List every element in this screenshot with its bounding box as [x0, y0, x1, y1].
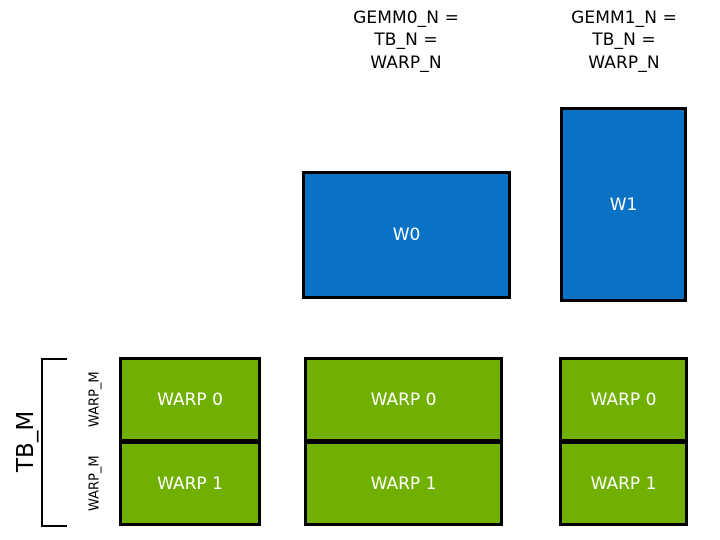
warp-cell-label: WARP 1 — [157, 473, 223, 494]
warp-tile-w0: W0 — [302, 171, 511, 299]
warp-cell-label: WARP 1 — [590, 473, 657, 494]
axis-label-warp-m-bottom: WARP_M — [87, 455, 103, 511]
column-caption-gemm0: GEMM0_N = TB_N = WARP_N — [353, 8, 459, 73]
warp-cell-label: WARP 0 — [590, 389, 657, 410]
warp-cell-col0-warp0: WARP 0 — [119, 357, 261, 442]
warp-cell-label: WARP 1 — [370, 473, 437, 494]
warp-cell-label: WARP 0 — [157, 389, 223, 410]
warp-cell-col2-warp0: WARP 0 — [559, 357, 688, 442]
warp-cell-col0-warp1: WARP 1 — [119, 441, 261, 526]
warp-tile-w0-label: W0 — [392, 225, 421, 245]
warp-cell-col1-warp1: WARP 1 — [304, 441, 503, 526]
threadblock-column-1: WARP 0 WARP 1 — [304, 357, 503, 526]
warp-cell-col2-warp1: WARP 1 — [559, 441, 688, 526]
warp-tile-w1: W1 — [560, 107, 687, 302]
threadblock-column-0: WARP 0 WARP 1 — [119, 357, 261, 526]
warp-cell-label: WARP 0 — [370, 389, 437, 410]
threadblock-column-2: WARP 0 WARP 1 — [559, 357, 688, 526]
warp-cell-col1-warp0: WARP 0 — [304, 357, 503, 442]
warp-tile-w1-label: W1 — [609, 194, 638, 215]
axis-label-warp-m-top: WARP_M — [87, 371, 103, 427]
axis-label-tb-m: TB_M — [13, 410, 39, 473]
tb-m-bracket — [41, 358, 67, 527]
column-caption-gemm1: GEMM1_N = TB_N = WARP_N — [571, 8, 677, 73]
